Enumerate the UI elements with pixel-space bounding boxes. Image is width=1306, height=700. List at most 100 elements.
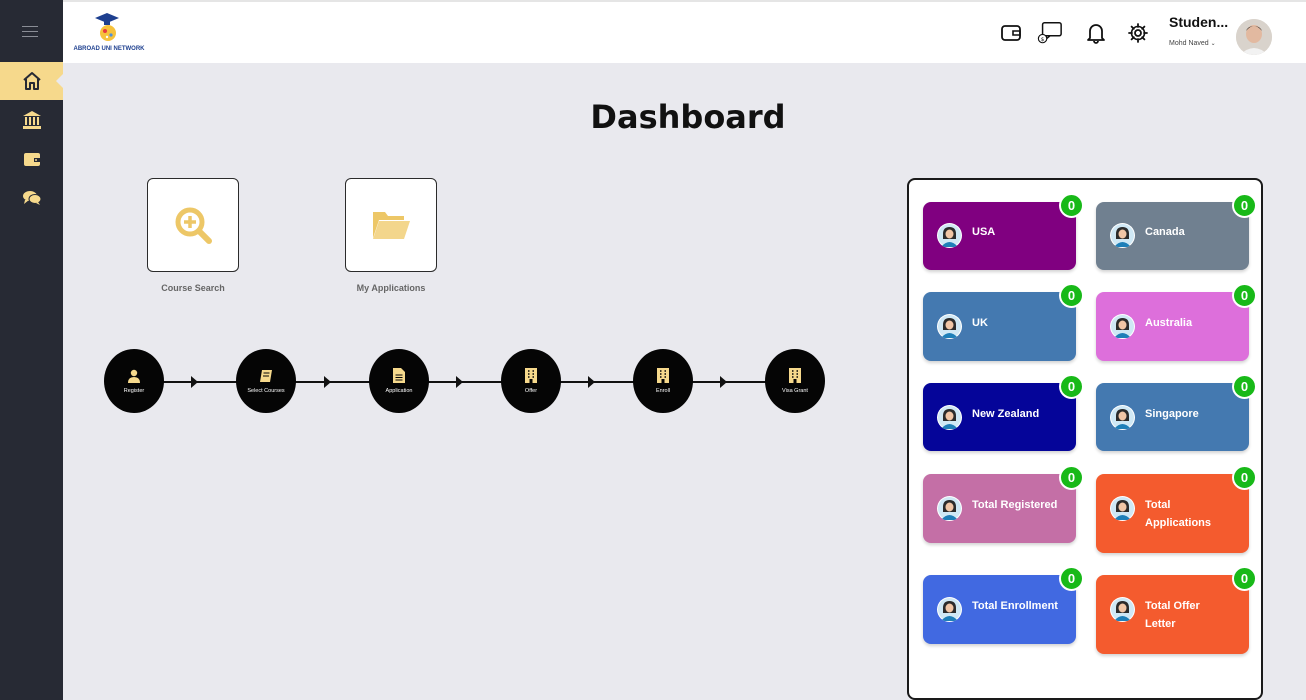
stat-count-badge: 0 (1059, 465, 1084, 490)
logo-mark-icon (95, 13, 119, 41)
step-label: Select Courses (247, 387, 285, 394)
gear-icon (1128, 23, 1148, 43)
sidebar-item-institutions[interactable] (0, 101, 63, 139)
step-application[interactable]: Application (369, 349, 429, 413)
header-messages-button[interactable]: $ (1037, 20, 1063, 46)
stat-card-total-registered[interactable]: Total Registered 0 (923, 465, 1084, 543)
avatar[interactable] (1236, 19, 1272, 55)
person-avatar-icon (1110, 496, 1135, 521)
person-avatar-icon (1110, 405, 1135, 430)
step-label: Application (385, 388, 413, 394)
book-icon (260, 369, 272, 382)
stats-panel: USA 0 Canada 0 UK 0 Australia 0 New Zeal… (907, 178, 1263, 700)
sidebar-item-chat[interactable] (0, 179, 63, 217)
stat-card-uk[interactable]: UK 0 (923, 283, 1084, 361)
stat-card-total-applications[interactable]: Total Applications 0 (1096, 465, 1257, 553)
stat-count-badge: 0 (1059, 193, 1084, 218)
sidebar (0, 0, 63, 700)
step-select-courses[interactable]: Select Courses (236, 349, 296, 413)
stat-count-badge: 0 (1232, 374, 1257, 399)
chevron-down-icon: ⌄ (1210, 41, 1216, 47)
header-wallet-button[interactable] (998, 20, 1024, 46)
course-search-button[interactable] (147, 178, 239, 272)
stat-label: USA (972, 226, 996, 238)
stat-label: Total Enrollment (972, 600, 1058, 612)
stat-count-badge: 0 (1059, 566, 1084, 591)
logo[interactable]: ABROAD UNI NETWORK (71, 12, 147, 58)
user-subtitle-text: Mohd Naved (1169, 40, 1209, 47)
steps-connector (134, 381, 794, 383)
step-register[interactable]: Register (104, 349, 164, 413)
my-applications-button[interactable] (345, 178, 437, 272)
stat-label: Canada (1145, 226, 1185, 238)
step-arrow (456, 376, 463, 388)
building-icon (789, 368, 801, 383)
stat-label: Total Registered (972, 499, 1058, 511)
header-settings-button[interactable] (1125, 20, 1151, 46)
user-icon (128, 369, 140, 383)
header-notifications-button[interactable] (1083, 20, 1109, 46)
top-bar: ABROAD UNI NETWORK $ Studen... Mohd Nave… (63, 0, 1306, 63)
person-avatar-icon (937, 496, 962, 521)
step-label: Offer (524, 388, 538, 394)
stat-card-australia[interactable]: Australia 0 (1096, 283, 1257, 361)
user-name[interactable]: Studen... (1169, 14, 1229, 30)
logo-text: ABROAD UNI NETWORK (73, 46, 145, 52)
course-search-label[interactable]: Course Search (161, 283, 225, 293)
building-icon (525, 368, 537, 383)
person-avatar-icon (937, 405, 962, 430)
step-arrow (720, 376, 727, 388)
stat-card-canada[interactable]: Canada 0 (1096, 193, 1257, 270)
person-avatar-icon (937, 314, 962, 339)
home-icon (22, 72, 41, 90)
user-subtitle[interactable]: Mohd Naved ⌄ (1169, 40, 1216, 47)
stat-count-badge: 0 (1059, 374, 1084, 399)
chat-icon (22, 191, 41, 205)
stat-count-badge: 0 (1059, 283, 1084, 308)
person-avatar-icon (1110, 223, 1135, 248)
stat-card-new-zealand[interactable]: New Zealand 0 (923, 374, 1084, 451)
person-avatar-icon (937, 223, 962, 248)
hamburger-icon[interactable] (22, 26, 38, 38)
stat-label: Total Offer Letter (1145, 600, 1200, 630)
person-avatar-icon (1110, 597, 1135, 622)
step-label: Enroll (655, 388, 671, 394)
stat-label: Australia (1145, 317, 1193, 329)
step-visa-grant[interactable]: Visa Grant (765, 349, 825, 413)
step-arrow (588, 376, 595, 388)
step-label: Register (123, 387, 145, 394)
building-icon (657, 368, 669, 383)
stat-label: Singapore (1145, 408, 1199, 420)
stat-card-usa[interactable]: USA 0 (923, 193, 1084, 270)
page-title: Dashboard (590, 98, 786, 136)
stat-label: New Zealand (972, 408, 1040, 420)
person-avatar-icon (1110, 314, 1135, 339)
stat-card-singapore[interactable]: Singapore 0 (1096, 374, 1257, 451)
folder-open-icon (373, 212, 410, 239)
stat-count-badge: 0 (1232, 566, 1257, 591)
stat-card-total-enrollment[interactable]: Total Enrollment 0 (923, 566, 1084, 644)
sidebar-item-wallet[interactable] (0, 140, 63, 178)
step-enroll[interactable]: Enroll (633, 349, 693, 413)
step-label: Visa Grant (782, 388, 808, 394)
step-arrow (324, 376, 331, 388)
stat-label: UK (972, 317, 988, 329)
step-arrow (191, 376, 198, 388)
stat-count-badge: 0 (1232, 465, 1257, 490)
svg-text:$: $ (1041, 37, 1045, 43)
stat-card-total-offer-letter[interactable]: Total Offer Letter 0 (1096, 566, 1257, 654)
wallet-icon (23, 153, 40, 166)
person-avatar-icon (937, 597, 962, 622)
chat-money-icon: $ (1037, 22, 1062, 44)
institution-icon (22, 111, 41, 129)
sidebar-item-home[interactable] (0, 62, 63, 100)
user-photo-icon (1236, 19, 1272, 55)
stat-count-badge: 0 (1232, 193, 1257, 218)
stat-count-badge: 0 (1232, 283, 1257, 308)
search-plus-icon (175, 207, 212, 244)
bell-icon (1087, 24, 1105, 44)
step-offer[interactable]: Offer (501, 349, 561, 413)
wallet-icon (1001, 25, 1021, 41)
stat-label: Total Applications (1145, 499, 1212, 529)
my-applications-label[interactable]: My Applications (356, 283, 426, 293)
